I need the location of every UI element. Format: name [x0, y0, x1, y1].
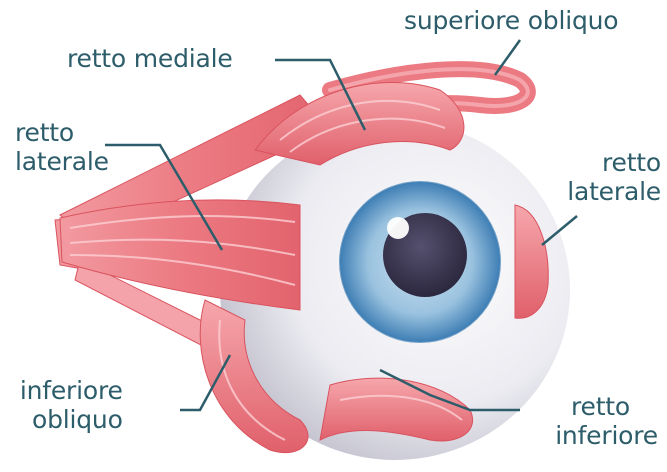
- label-line: retto: [15, 118, 109, 147]
- label-inferior-rectus: retto inferiore: [555, 392, 630, 450]
- label-lateral-rectus-left: retto laterale: [15, 118, 109, 176]
- label-lateral-rectus-right: retto laterale: [567, 148, 661, 206]
- label-line: inferiore: [555, 421, 658, 450]
- label-line: inferiore: [16, 376, 123, 405]
- lateral-rectus-left-muscle: [60, 200, 300, 310]
- label-inferior-oblique: inferiore obliquo: [16, 376, 123, 434]
- label-line: retto: [567, 148, 661, 177]
- label-line: laterale: [567, 177, 661, 206]
- label-medial-rectus: retto mediale: [67, 44, 233, 73]
- label-line: obliquo: [16, 405, 123, 434]
- label-superior-oblique: superiore obliquo: [404, 6, 618, 35]
- label-line: retto: [555, 392, 630, 421]
- label-line: laterale: [15, 147, 109, 176]
- pupil: [383, 213, 467, 297]
